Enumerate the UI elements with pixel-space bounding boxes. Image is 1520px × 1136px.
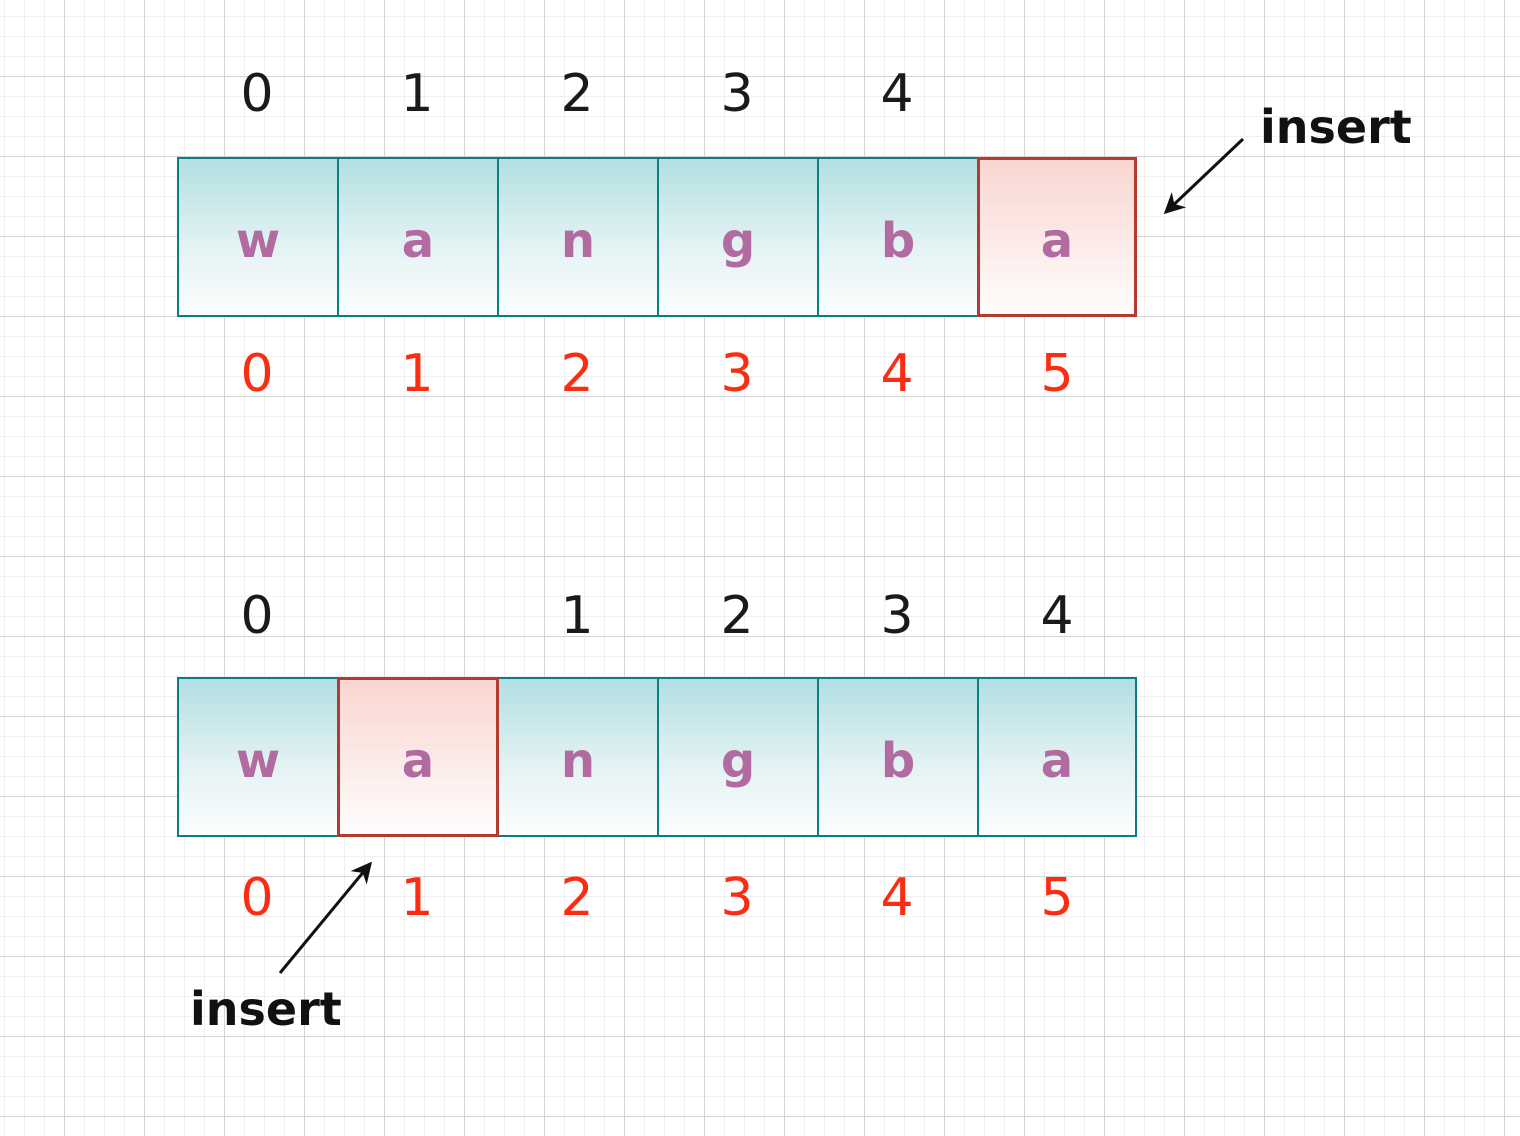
insert-arrow-top (1163, 137, 1245, 215)
bottom-new-index-0: 0 (240, 868, 274, 928)
bottom-old-index-2: 2 (720, 586, 754, 646)
cell-letter: a (401, 213, 435, 269)
bottom-new-index-5: 5 (1040, 868, 1074, 928)
top-old-index-3: 3 (720, 64, 754, 124)
array-cell: w (177, 677, 339, 837)
insert-label-bottom: insert (190, 982, 342, 1036)
array-cell: a (337, 157, 499, 317)
array-cell: b (817, 157, 979, 317)
cell-letter: a (1040, 733, 1074, 789)
bottom-new-index-1: 1 (400, 868, 434, 928)
cell-letter: w (235, 213, 281, 269)
top-new-index-4: 4 (880, 344, 914, 404)
array-cell: g (657, 677, 819, 837)
inserted-cell: a (337, 677, 499, 837)
top-new-index-5: 5 (1040, 344, 1074, 404)
top-old-index-0: 0 (240, 64, 274, 124)
array-cell: w (177, 157, 339, 317)
top-old-index-4: 4 (880, 64, 914, 124)
top-new-index-0: 0 (240, 344, 274, 404)
array-cell: n (497, 677, 659, 837)
insert-label-top: insert (1260, 100, 1412, 154)
top-old-index-2: 2 (560, 64, 594, 124)
top-new-index-1: 1 (400, 344, 434, 404)
top-old-index-1: 1 (400, 64, 434, 124)
array-cell: b (817, 677, 979, 837)
array-cell: g (657, 157, 819, 317)
bottom-old-index-4: 4 (1040, 586, 1074, 646)
bottom-new-index-4: 4 (880, 868, 914, 928)
top-new-index-3: 3 (720, 344, 754, 404)
cell-letter: g (720, 733, 756, 789)
bottom-old-index-3: 3 (880, 586, 914, 646)
top-new-index-2: 2 (560, 344, 594, 404)
cell-letter: b (880, 213, 916, 269)
top-array: w a n g b a (177, 157, 1137, 317)
array-cell: n (497, 157, 659, 317)
bottom-old-index-0: 0 (240, 586, 274, 646)
inserted-cell: a (977, 157, 1137, 317)
bottom-new-index-3: 3 (720, 868, 754, 928)
array-cell: a (977, 677, 1137, 837)
cell-letter: w (235, 733, 281, 789)
cell-letter: a (401, 733, 435, 789)
bottom-array: w a n g b a (177, 677, 1137, 837)
cell-letter: g (720, 213, 756, 269)
cell-letter: n (560, 733, 596, 789)
bottom-old-index-1: 1 (560, 586, 594, 646)
cell-letter: a (1040, 213, 1074, 269)
cell-letter: b (880, 733, 916, 789)
bottom-new-index-2: 2 (560, 868, 594, 928)
cell-letter: n (560, 213, 596, 269)
insert-arrow-bottom (278, 861, 373, 974)
